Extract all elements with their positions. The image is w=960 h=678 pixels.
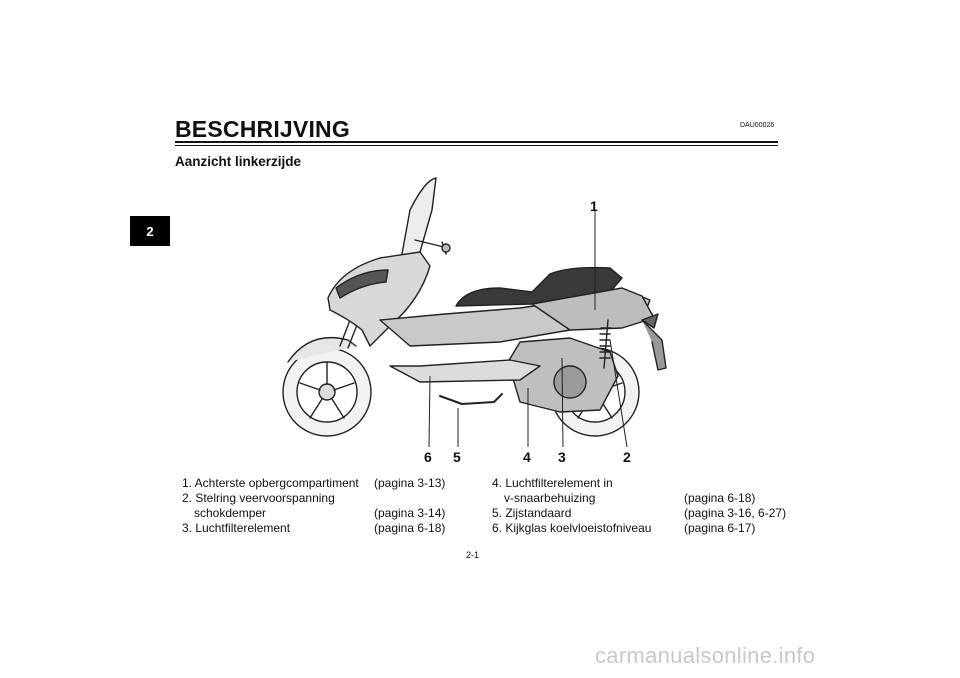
legend-text: 2. Stelring veervoorspanning <box>182 491 335 505</box>
legend-item: 5. Zijstandaard (pagina 3-16, 6-27) <box>492 506 792 521</box>
legend-text: 1. Achterste opbergcompartiment <box>182 476 359 490</box>
legend-text: 6. Kijkglas koelvloeistofniveau <box>492 521 652 535</box>
scooter-illustration <box>282 177 667 448</box>
legend-item: 3. Luchtfilterelement (pagina 6-18) <box>182 521 482 536</box>
legend-page-ref: (pagina 3-13) <box>374 476 446 490</box>
legend-left: 1. Achterste opbergcompartiment (pagina 3… <box>182 476 482 536</box>
callout-5: 5 <box>453 449 461 465</box>
legend-text: 3. Luchtfilterelement <box>182 521 291 535</box>
legend-item: 4. Luchtfilterelement in <box>492 476 792 491</box>
title-rule <box>175 141 778 143</box>
legend-item: v-snaarbehuizing (pagina 6-18) <box>492 491 792 506</box>
legend-page-ref: (pagina 6-18) <box>374 521 446 535</box>
legend-text: 4. Luchtfilterelement in <box>492 476 613 490</box>
legend-item: schokdemper (pagina 3-14) <box>182 506 482 521</box>
callout-1: 1 <box>590 198 598 214</box>
legend-text: schokdemper <box>194 506 267 520</box>
legend-text: v-snaarbehuizing <box>504 491 596 505</box>
legend-right: 4. Luchtfilterelement in v-snaarbehuizin… <box>492 476 792 536</box>
legend-page-ref: (pagina 6-17) <box>684 521 756 535</box>
watermark: carmanualsonline.info <box>595 643 816 668</box>
section-code: DAU00026 <box>740 122 775 129</box>
page-title: BESCHRIJVING <box>175 116 350 142</box>
callout-2: 2 <box>623 449 631 465</box>
title-rule-thin <box>175 145 778 146</box>
legend-page-ref: (pagina 6-18) <box>684 491 756 505</box>
callout-4: 4 <box>523 449 531 465</box>
legend-item: 1. Achterste opbergcompartiment (pagina 3… <box>182 476 482 491</box>
callout-3: 3 <box>558 449 566 465</box>
legend-text: 5. Zijstandaard <box>492 506 572 520</box>
callout-6: 6 <box>424 449 432 465</box>
legend-item: 6. Kijkglas koelvloeistofniveau (pagina 6… <box>492 521 792 536</box>
legend-page-ref: (pagina 3-16, 6-27) <box>684 506 787 520</box>
legend-page-ref: (pagina 3-14) <box>374 506 446 520</box>
page-number: 2-1 <box>466 550 480 560</box>
section-subtitle: Aanzicht linkerzijde <box>175 154 302 169</box>
chapter-tab: 2 <box>130 216 170 246</box>
legend-item: 2. Stelring veervoorspanning <box>182 491 482 506</box>
